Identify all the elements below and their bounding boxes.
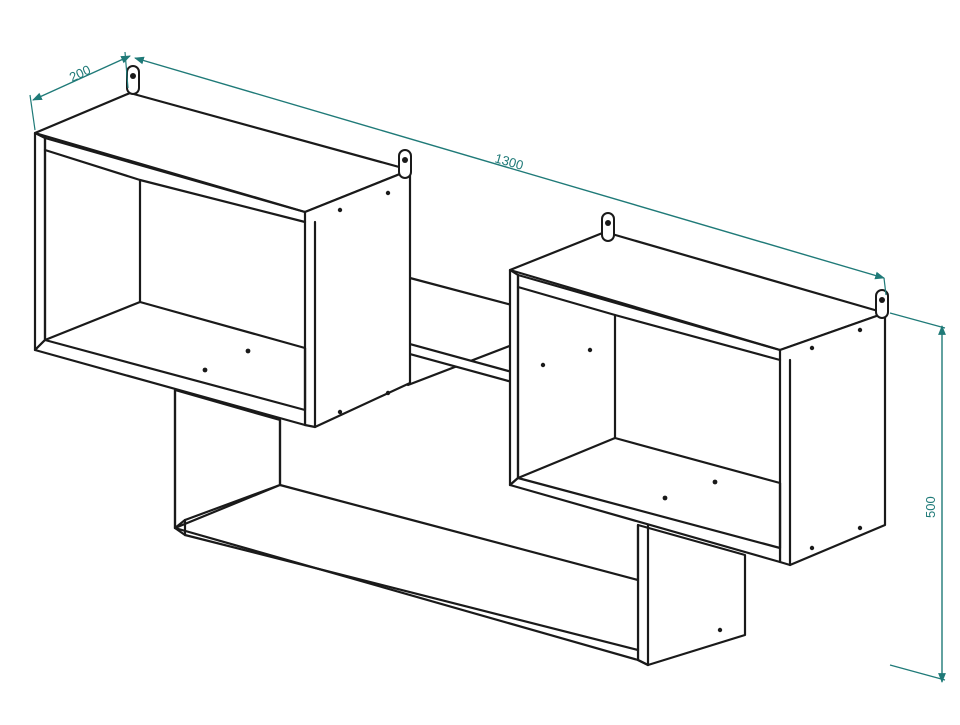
screw-hole [809,545,815,551]
left-hanging-bracket [126,65,140,95]
lower-shelf-bottom-board [173,483,640,662]
left-box [33,65,412,429]
right-hanging-bracket [601,212,615,242]
left-box-bottom-board [33,300,307,427]
screw-hole [385,190,391,196]
right-box-right-panel [778,311,887,567]
screw-hole [809,345,815,351]
screw-hole [587,347,593,353]
screw-hole [540,362,546,368]
width-dimension-label: 1300 [493,150,525,172]
left-box-rear-bracket [398,149,412,179]
left-box-left-panel [33,131,47,352]
screw-hole [717,627,723,633]
screw-hole [712,479,718,485]
screw-hole [385,390,391,396]
left-box-right-panel [303,168,412,429]
screw-hole [337,207,343,213]
right-box-left-panel [508,268,520,487]
screw-hole [337,409,343,415]
screw-hole [202,367,208,373]
right-box-rear-bracket [875,289,889,319]
screw-hole [245,348,251,354]
screw-hole [857,525,863,531]
dimension-height: 500 [889,312,946,683]
height-dimension-label: 500 [923,496,938,518]
screw-hole [857,327,863,333]
screw-hole [662,495,668,501]
depth-dimension-label: 200 [67,62,93,85]
